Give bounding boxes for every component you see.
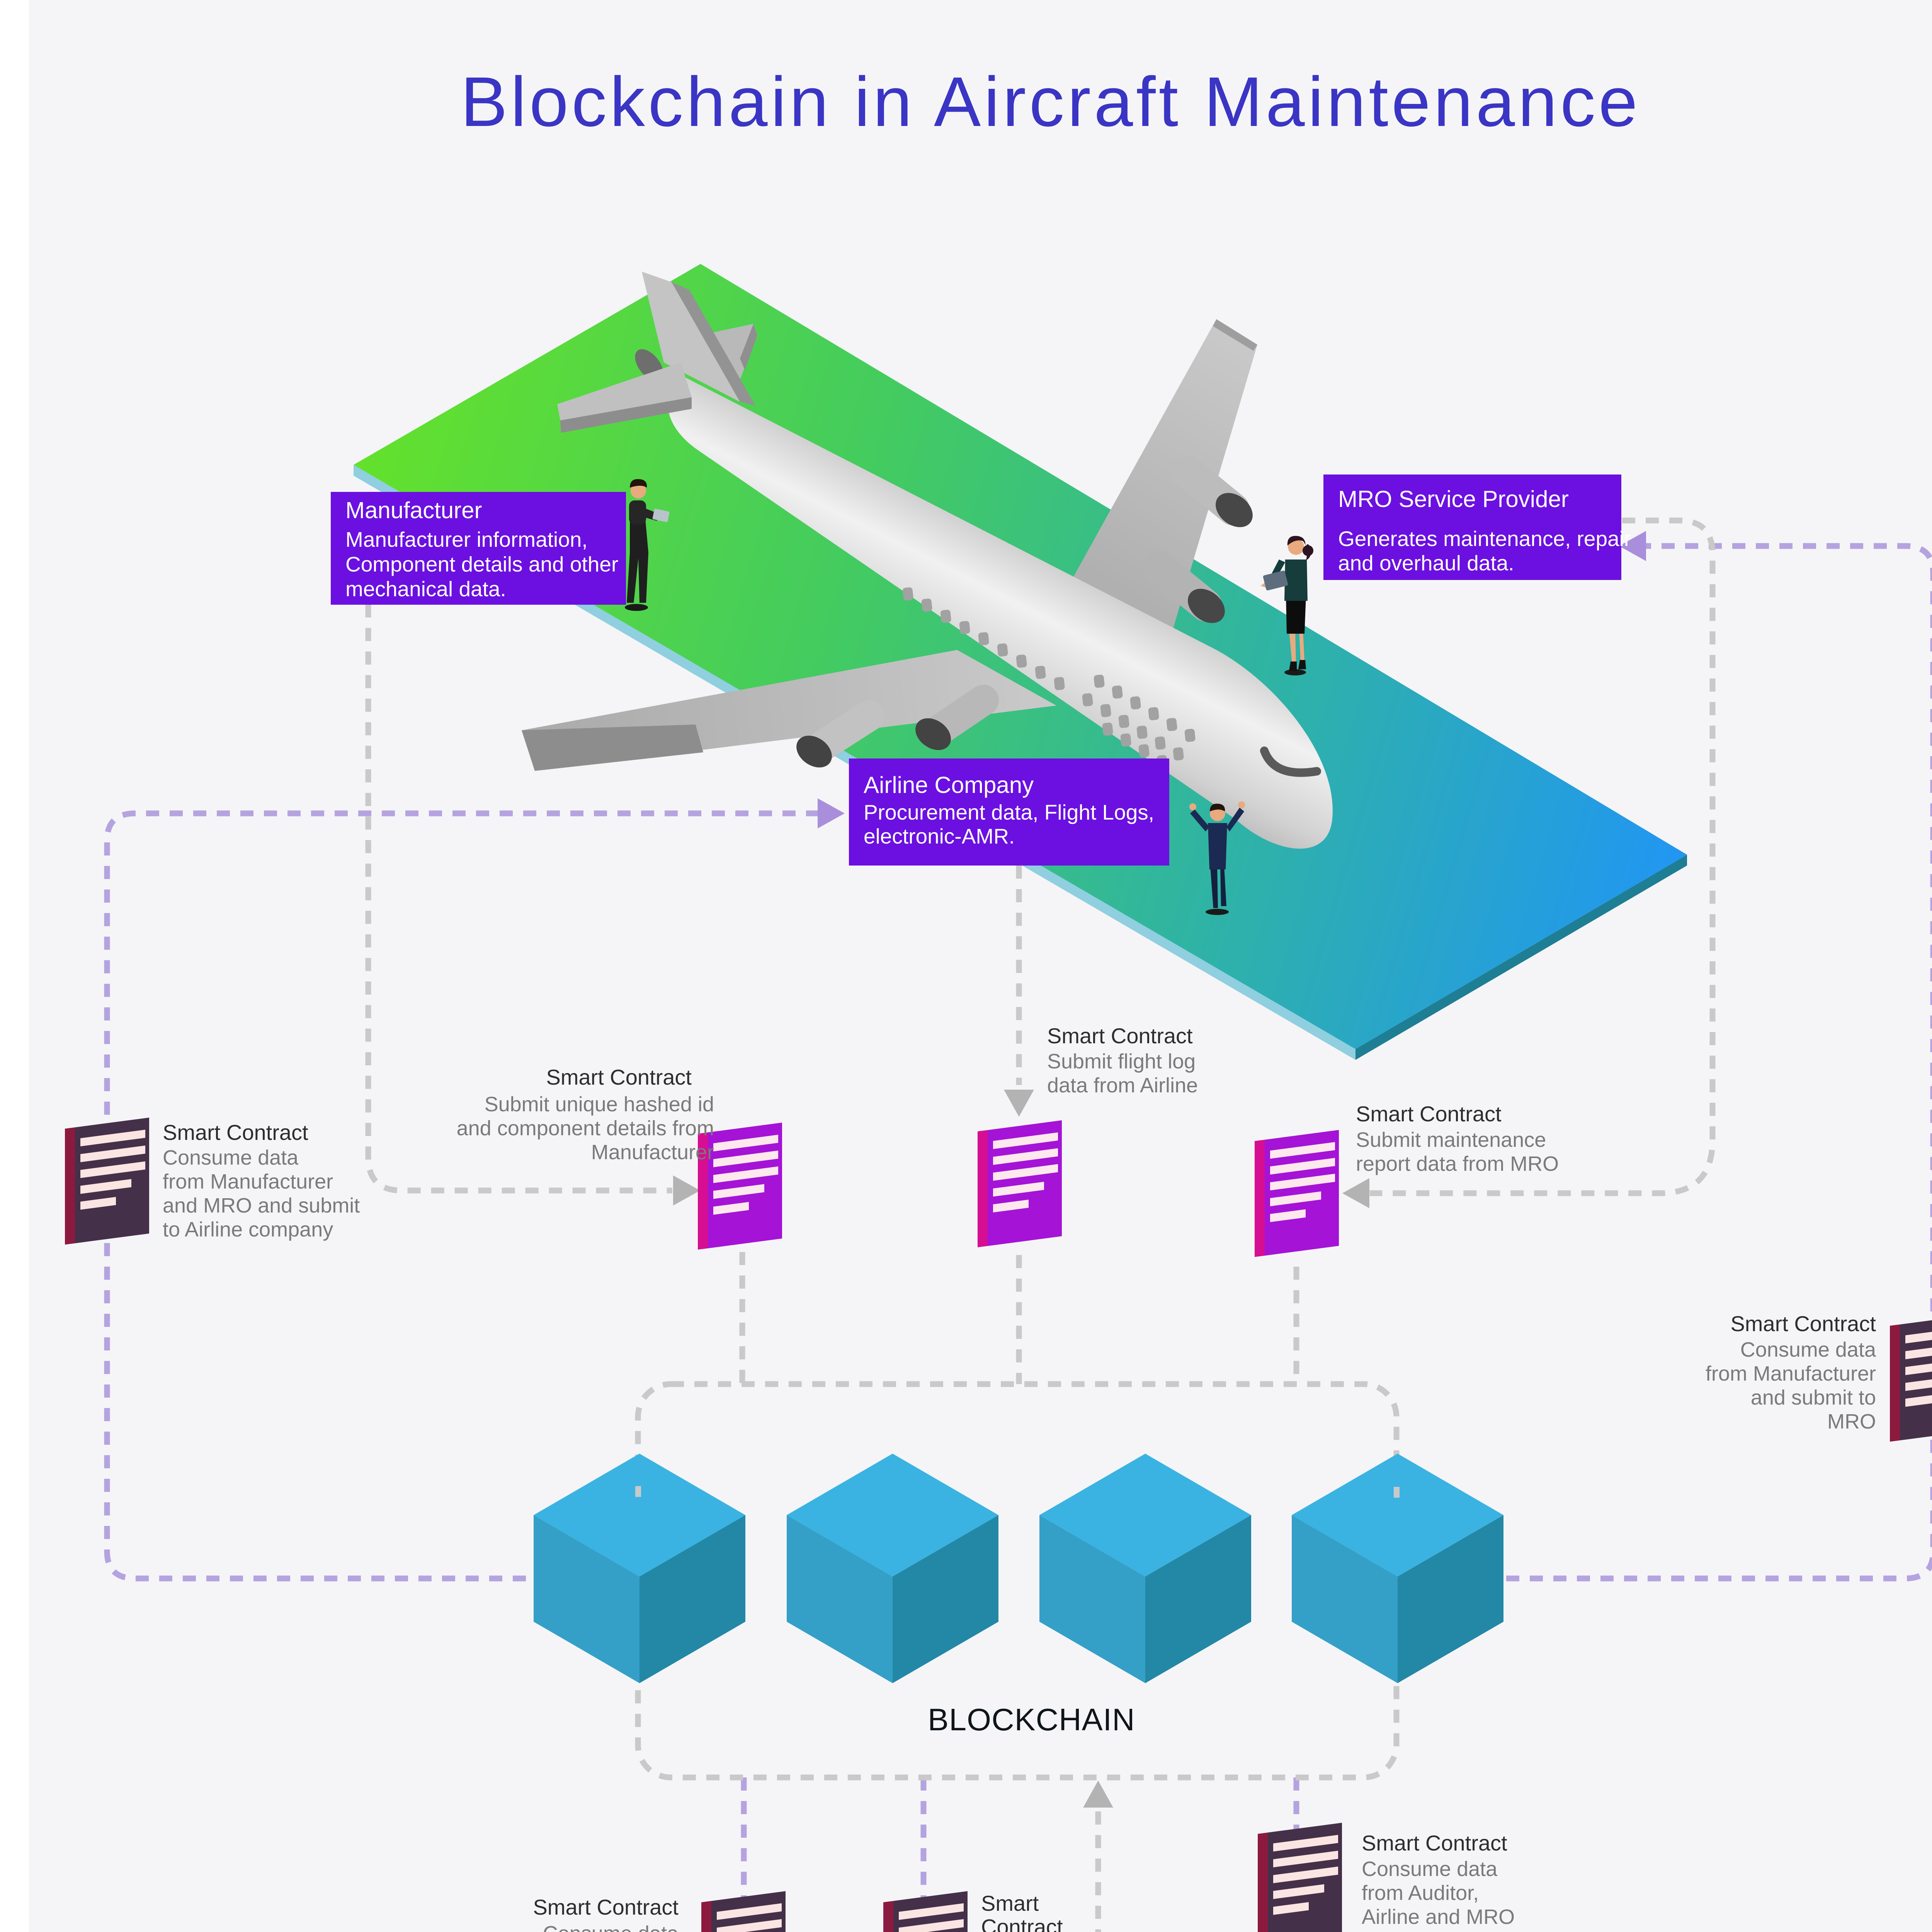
svg-text:and component details from: and component details from bbox=[457, 1117, 714, 1140]
svg-text:Smart Contract: Smart Contract bbox=[1356, 1102, 1502, 1126]
svg-text:data from Airline: data from Airline bbox=[1047, 1074, 1198, 1097]
svg-text:MRO Service Provider: MRO Service Provider bbox=[1338, 486, 1569, 512]
svg-text:Airline Company: Airline Company bbox=[864, 772, 1034, 798]
svg-text:Consume data: Consume data bbox=[543, 1922, 679, 1932]
svg-text:Component details and other: Component details and other bbox=[345, 552, 618, 576]
svg-text:and submit to: and submit to bbox=[1751, 1386, 1876, 1409]
svg-text:mechanical data.: mechanical data. bbox=[345, 577, 506, 601]
svg-text:MRO: MRO bbox=[1827, 1410, 1876, 1433]
svg-text:and overhaul data.: and overhaul data. bbox=[1338, 551, 1514, 575]
svg-text:Smart Contract: Smart Contract bbox=[533, 1895, 679, 1919]
svg-text:and MRO and submit: and MRO and submit bbox=[163, 1194, 360, 1217]
svg-text:Smart: Smart bbox=[981, 1891, 1039, 1915]
svg-text:electronic-AMR.: electronic-AMR. bbox=[864, 824, 1015, 848]
svg-text:Consume data: Consume data bbox=[1740, 1338, 1876, 1361]
svg-text:Smart Contract: Smart Contract bbox=[163, 1120, 308, 1145]
svg-text:Smart Contract: Smart Contract bbox=[1047, 1024, 1193, 1048]
svg-text:from Manufacturer: from Manufacturer bbox=[163, 1170, 333, 1193]
svg-text:report data from MRO: report data from MRO bbox=[1356, 1152, 1559, 1175]
svg-text:Consume data: Consume data bbox=[1362, 1857, 1498, 1881]
svg-text:Manufacturer: Manufacturer bbox=[345, 497, 482, 523]
svg-text:Submit unique hashed id: Submit unique hashed id bbox=[485, 1093, 714, 1116]
svg-text:Blockchain in Aircraft Mainten: Blockchain in Aircraft Maintenance bbox=[461, 62, 1641, 141]
svg-text:Submit flight log: Submit flight log bbox=[1047, 1050, 1196, 1073]
svg-text:Airline and MRO: Airline and MRO bbox=[1362, 1905, 1515, 1929]
svg-text:Consume data: Consume data bbox=[163, 1146, 299, 1169]
svg-text:from Manufacturer: from Manufacturer bbox=[1706, 1362, 1876, 1385]
svg-text:Smart Contract: Smart Contract bbox=[546, 1065, 692, 1089]
svg-text:Contract: Contract bbox=[981, 1915, 1063, 1932]
svg-text:from Auditor,: from Auditor, bbox=[1362, 1881, 1479, 1905]
svg-text:to Airline company: to Airline company bbox=[163, 1218, 333, 1241]
svg-text:Generates maintenance, repair: Generates maintenance, repair bbox=[1338, 527, 1631, 551]
svg-text:Procurement data, Flight Logs,: Procurement data, Flight Logs, bbox=[864, 800, 1154, 824]
svg-text:Smart Contract: Smart Contract bbox=[1362, 1831, 1507, 1855]
svg-text:BLOCKCHAIN: BLOCKCHAIN bbox=[928, 1702, 1135, 1737]
svg-text:Smart Contract: Smart Contract bbox=[1730, 1311, 1876, 1336]
svg-text:Submit maintenance: Submit maintenance bbox=[1356, 1128, 1546, 1151]
svg-text:Manufacturer: Manufacturer bbox=[591, 1141, 714, 1164]
svg-text:Manufacturer information,: Manufacturer information, bbox=[345, 527, 588, 551]
